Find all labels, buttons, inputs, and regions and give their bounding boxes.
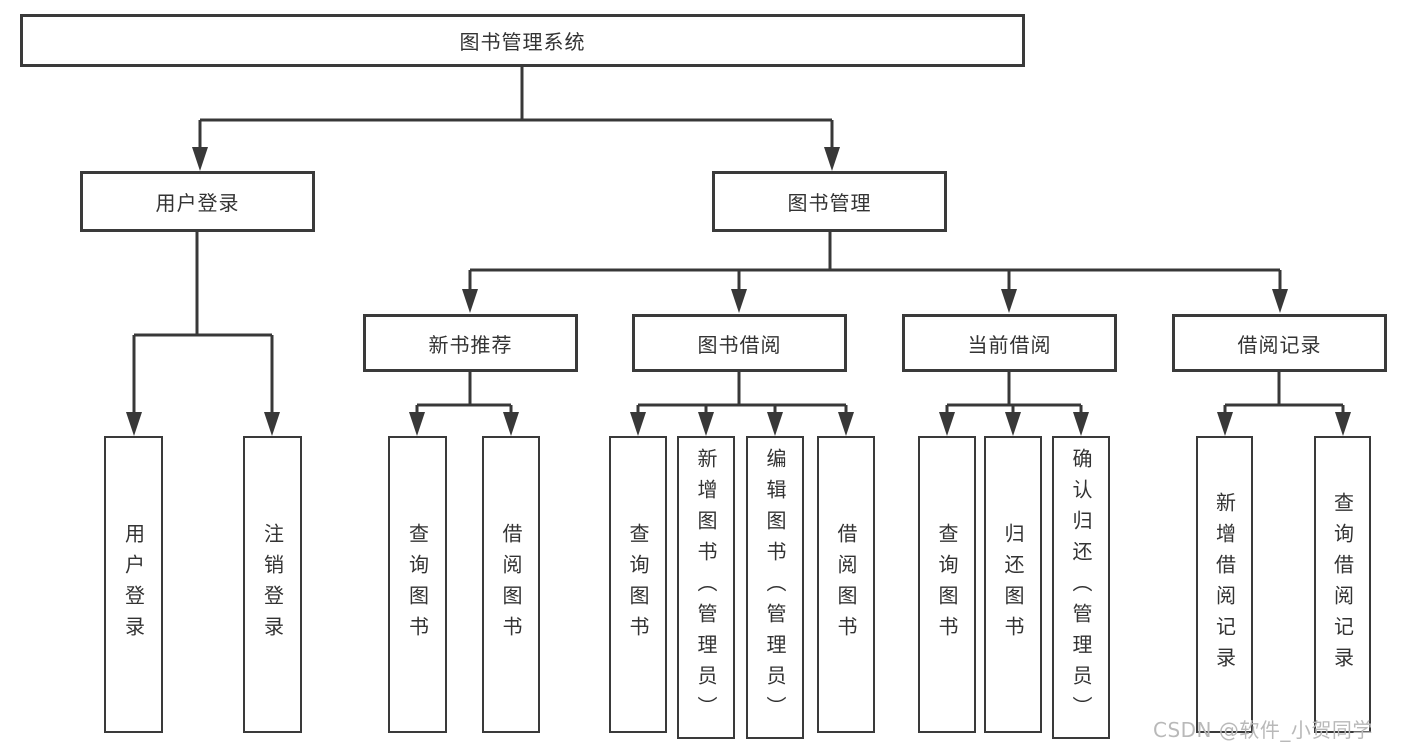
leaf-label: 确认归还（管理员） [1069, 448, 1093, 727]
node-root-system: 图书管理系统 [20, 14, 1025, 67]
leaf-add-books-admin: 新增图书（管理员） [677, 436, 735, 739]
connector-userlogin-to-leaves [132, 232, 274, 416]
leaf-confirm-return-admin: 确认归还（管理员） [1052, 436, 1110, 739]
connector-current-to-leaves [945, 372, 1083, 416]
node-current-borrow: 当前借阅 [902, 314, 1117, 372]
leaf-label: 查询图书 [626, 522, 650, 647]
node-borrow-records: 借阅记录 [1172, 314, 1387, 372]
leaf-label: 借阅图书 [834, 522, 858, 647]
leaf-label: 新增图书（管理员） [694, 448, 718, 727]
connector-root-to-l1 [198, 67, 834, 150]
leaf-label: 查询借阅记录 [1330, 491, 1355, 678]
leaf-label: 查询图书 [935, 522, 959, 647]
arrowheads [126, 147, 1351, 436]
node-user-login: 用户登录 [80, 171, 315, 232]
leaf-query-books: 查询图书 [609, 436, 667, 733]
leaf-label: 注销登录 [260, 522, 285, 647]
leaf-edit-books-admin: 编辑图书（管理员） [746, 436, 804, 739]
leaf-borrow-books: 借阅图书 [482, 436, 540, 733]
node-new-book-recommend: 新书推荐 [363, 314, 578, 372]
watermark-text: CSDN @软件_小贺同学 [1153, 718, 1373, 742]
connector-bookmgmt-to-l2 [468, 232, 1282, 292]
leaf-borrow-books: 借阅图书 [817, 436, 875, 733]
leaf-label: 查询图书 [405, 522, 430, 647]
leaf-logout: 注销登录 [243, 436, 302, 733]
node-book-borrow: 图书借阅 [632, 314, 847, 372]
leaf-label: 编辑图书（管理员） [763, 448, 787, 727]
connector-records-to-leaves [1223, 372, 1345, 416]
leaf-add-borrow-record: 新增借阅记录 [1196, 436, 1253, 733]
node-book-management: 图书管理 [712, 171, 947, 232]
connector-newbook-to-leaves [415, 372, 513, 416]
leaf-label: 用户登录 [121, 522, 146, 647]
leaf-return-books: 归还图书 [984, 436, 1042, 733]
leaf-query-borrow-record: 查询借阅记录 [1314, 436, 1371, 733]
leaf-label: 归还图书 [1001, 522, 1025, 647]
leaf-query-books: 查询图书 [918, 436, 976, 733]
leaf-label: 借阅图书 [499, 522, 523, 647]
connector-borrow-to-leaves [636, 372, 848, 416]
leaf-label: 新增借阅记录 [1212, 491, 1237, 678]
leaf-query-books: 查询图书 [388, 436, 447, 733]
leaf-user-login: 用户登录 [104, 436, 163, 733]
